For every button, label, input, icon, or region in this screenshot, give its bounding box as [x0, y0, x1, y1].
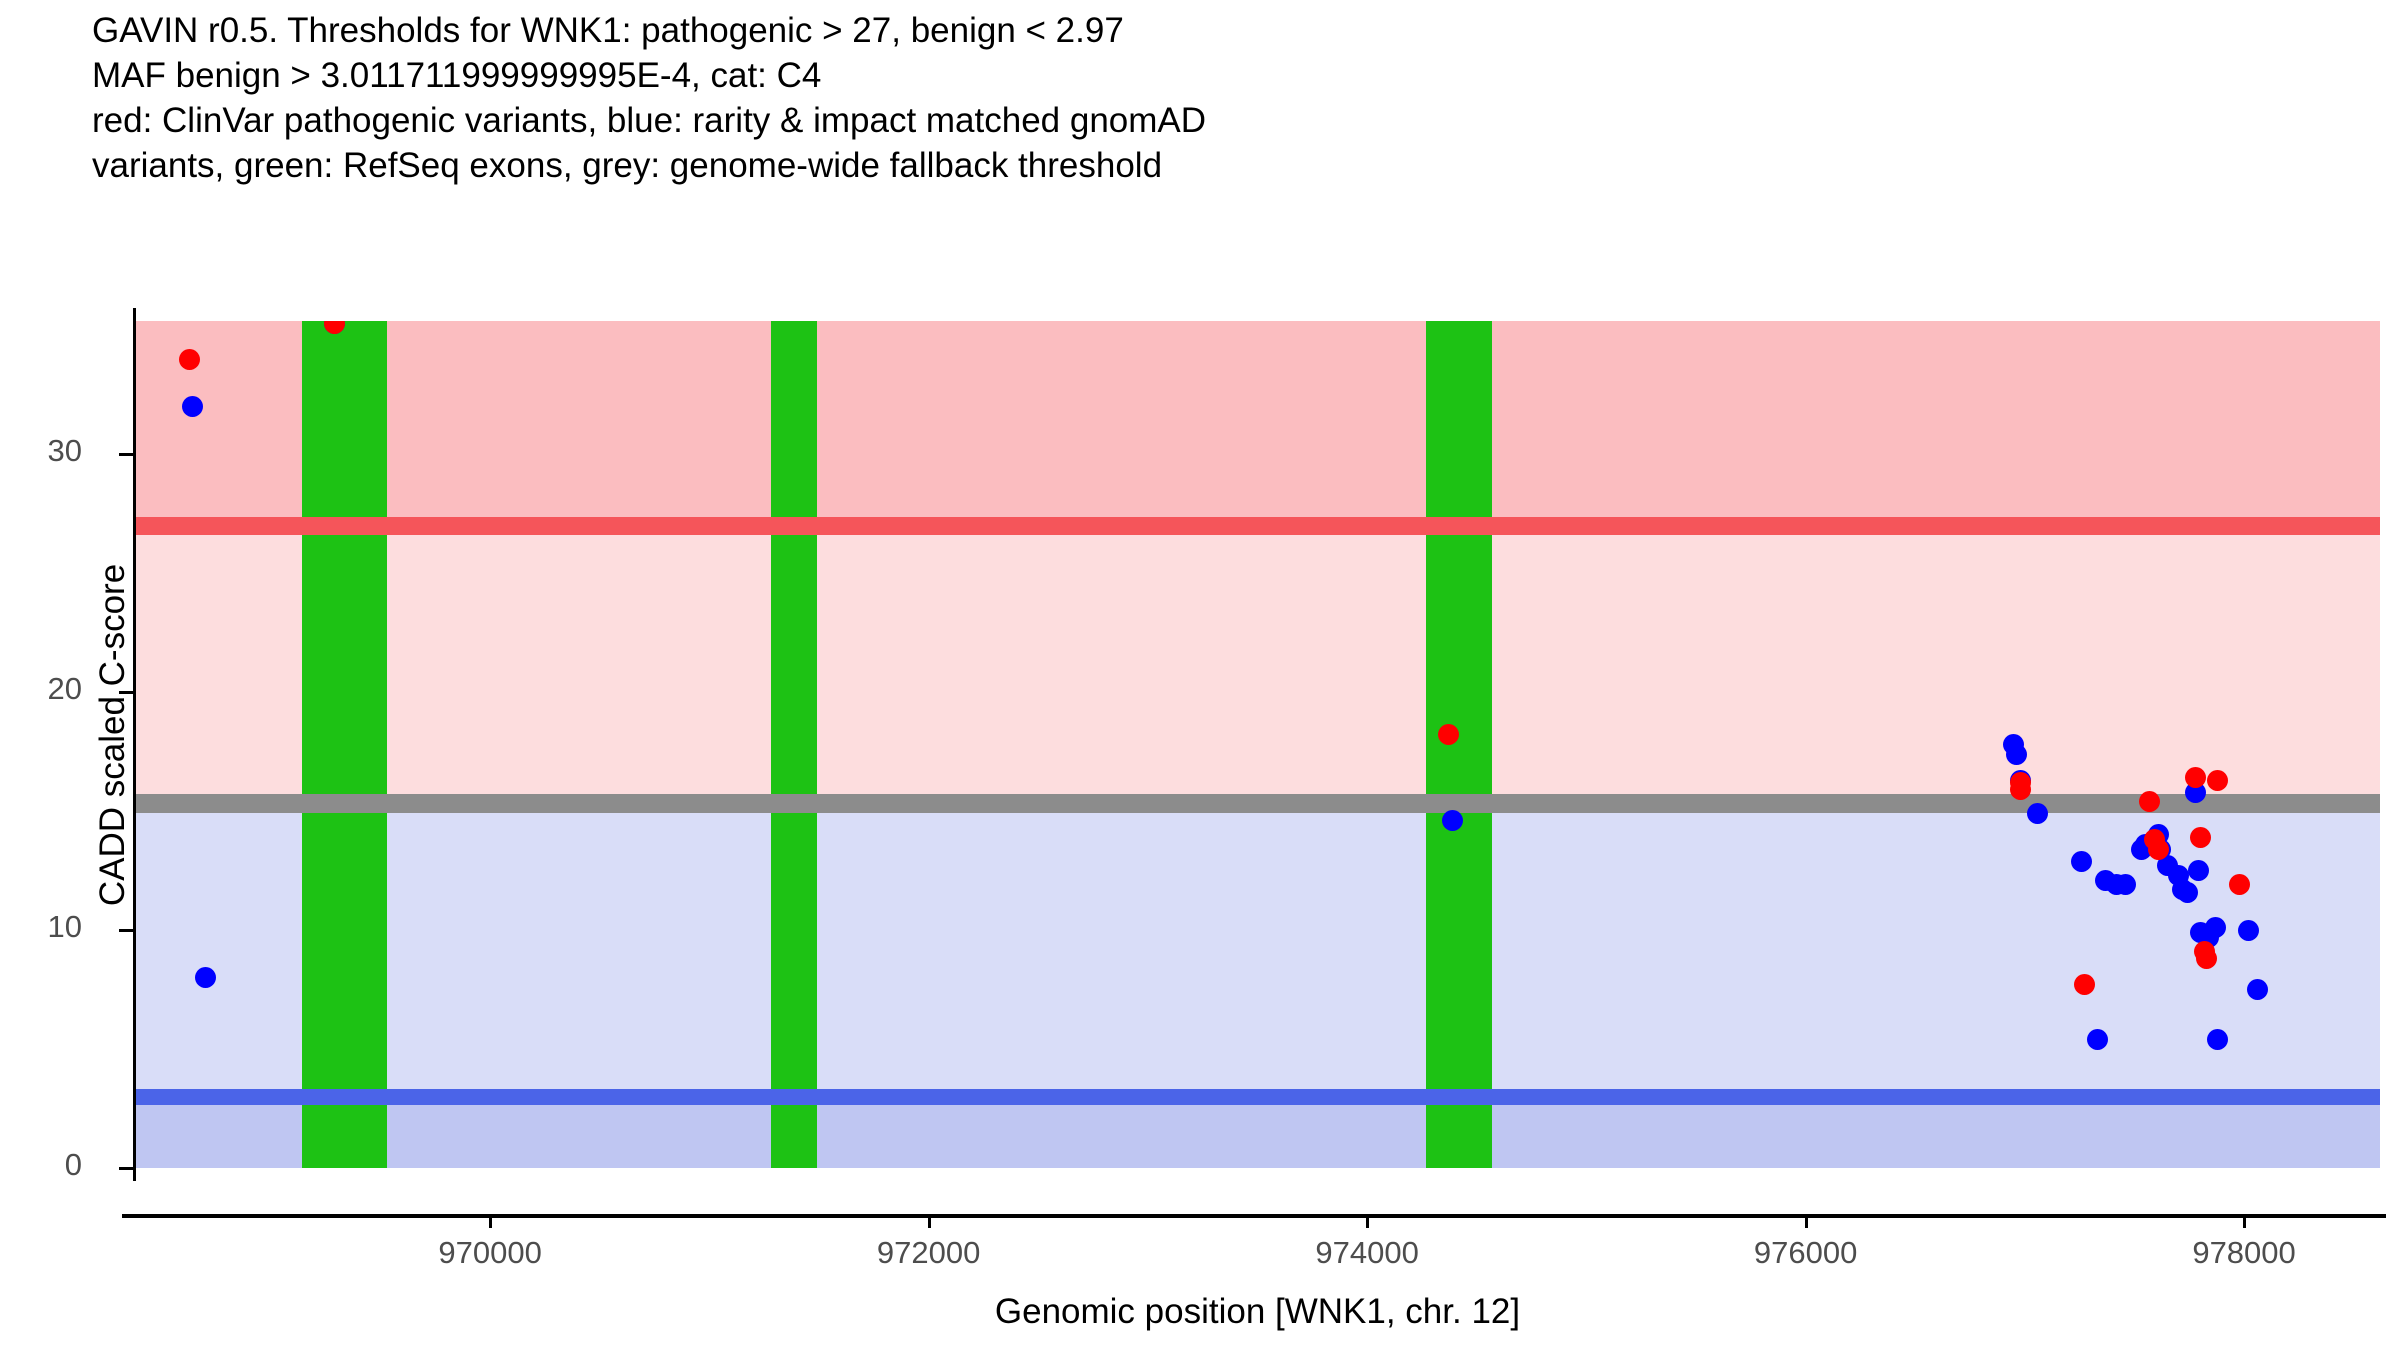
y-tick-label: 10 — [47, 909, 82, 945]
data-point — [2073, 974, 2095, 996]
data-point — [2009, 779, 2031, 801]
data-point — [2027, 802, 2049, 824]
data-point — [2139, 791, 2161, 813]
exon-bar — [301, 321, 388, 1168]
x-tick — [1804, 1214, 1808, 1228]
data-point — [2189, 826, 2211, 848]
data-point — [179, 348, 201, 370]
y-axis-title: CADD scaled C-score — [93, 563, 132, 907]
threshold-line-benign — [135, 1089, 2380, 1106]
data-point — [2086, 1029, 2108, 1051]
title-line-3: red: ClinVar pathogenic variants, blue: … — [92, 101, 1207, 140]
y-tick-label: 0 — [64, 1147, 82, 1182]
data-point — [2176, 881, 2198, 903]
data-point — [2237, 919, 2259, 941]
data-point — [1442, 810, 1464, 832]
data-point — [2207, 1029, 2229, 1051]
data-point — [2185, 767, 2207, 789]
x-axis-title: Genomic position [WNK1, chr. 12] — [994, 1292, 1521, 1331]
x-tick-label: 970000 — [438, 1235, 542, 1270]
y-axis-line — [133, 308, 136, 1181]
chart-title: GAVIN r0.5. Thresholds for WNK1: pathoge… — [92, 8, 2352, 188]
data-point — [194, 967, 216, 989]
y-tick-label: 20 — [47, 671, 82, 707]
x-tick — [927, 1214, 931, 1228]
plot-panel — [135, 321, 2380, 1168]
x-tick — [1366, 1214, 1370, 1228]
exon-bar — [770, 321, 817, 1168]
title-line-2: MAF benign > 3.011711999999995E-4, cat: … — [92, 56, 822, 95]
data-point — [2246, 979, 2268, 1001]
band-uncertain-benign — [135, 803, 2380, 1098]
y-tick-label: 30 — [47, 433, 82, 469]
data-point — [181, 396, 203, 418]
data-point — [1437, 724, 1459, 746]
band-pathogenic — [135, 321, 2380, 526]
data-point — [2205, 917, 2227, 939]
data-point — [2207, 769, 2229, 791]
exon-bar — [1426, 321, 1493, 1168]
x-tick-label: 972000 — [876, 1235, 981, 1270]
band-benign — [135, 1097, 2380, 1168]
threshold-line-fallback — [135, 794, 2380, 814]
x-tick — [2243, 1214, 2247, 1228]
x-tick-label: 974000 — [1315, 1235, 1419, 1270]
data-point — [2148, 838, 2170, 860]
x-tick — [489, 1214, 493, 1228]
y-tick — [119, 1167, 133, 1170]
data-point — [2187, 860, 2209, 882]
x-tick-label: 978000 — [2192, 1235, 2296, 1270]
data-point — [2196, 948, 2218, 970]
x-tick-label: 976000 — [1753, 1235, 1858, 1270]
y-tick — [119, 691, 133, 695]
title-line-4: variants, green: RefSeq exons, grey: gen… — [92, 146, 1163, 185]
title-line-1: GAVIN r0.5. Thresholds for WNK1: pathoge… — [92, 11, 1124, 50]
y-tick — [119, 929, 133, 933]
data-point — [2229, 874, 2251, 896]
data-point — [324, 321, 345, 334]
x-axis-line — [122, 1214, 2386, 1218]
threshold-line-pathogenic — [135, 516, 2380, 535]
data-point — [2115, 874, 2137, 896]
data-point — [2005, 743, 2027, 765]
y-tick — [119, 453, 133, 457]
data-point — [2071, 850, 2093, 872]
band-uncertain-pathogenic — [135, 525, 2380, 804]
